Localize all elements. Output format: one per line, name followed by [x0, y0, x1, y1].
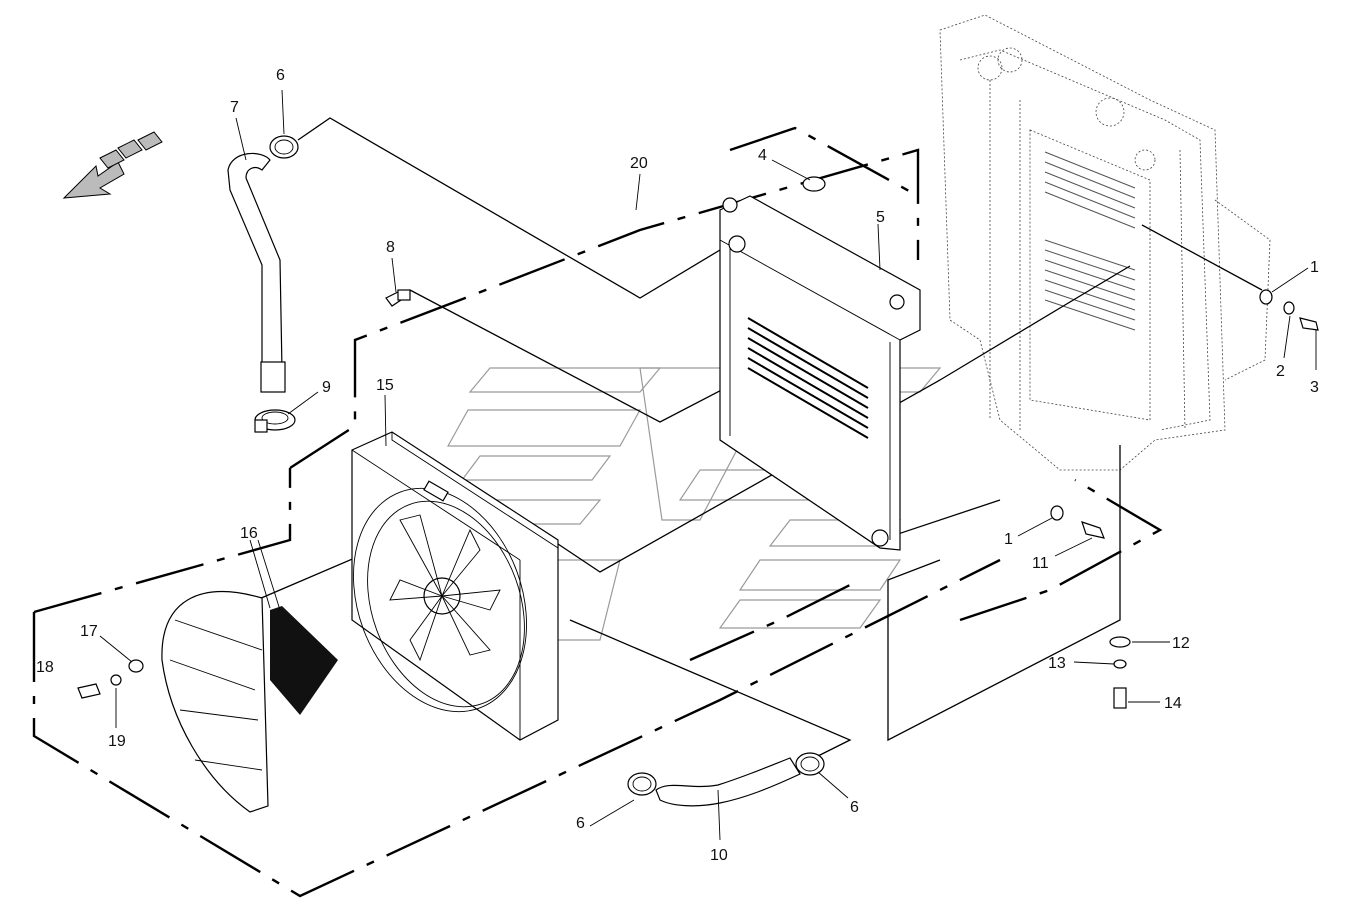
upper-hose: [227, 152, 286, 393]
radiator: [719, 195, 921, 551]
callout-1: 1: [1310, 259, 1319, 276]
callout-6: 6: [276, 67, 285, 84]
callout-5: 5: [876, 209, 885, 226]
assembly-boundary: [32, 126, 1163, 898]
callout-3: 3: [1310, 379, 1319, 396]
callout-4: 4: [758, 147, 767, 164]
callout-10: 10: [710, 847, 728, 864]
callout-6: 6: [576, 815, 585, 832]
direction-arrow-icon: [62, 131, 163, 199]
callout-13: 13: [1048, 655, 1066, 672]
callout-15: 15: [376, 377, 394, 394]
callout-leaders: [99, 89, 1317, 841]
lower-hose: [627, 752, 825, 807]
callout-14: 14: [1164, 695, 1182, 712]
callout-11: 11: [1032, 555, 1049, 572]
callout-7: 7: [230, 99, 239, 116]
callout-19: 19: [108, 733, 126, 750]
callout-1: 1: [1004, 531, 1013, 548]
sensor-8: [385, 289, 411, 307]
fasteners: [77, 289, 1319, 709]
fan-guard: [161, 591, 338, 813]
callout-2: 2: [1276, 363, 1285, 380]
callout-9: 9: [322, 379, 331, 396]
callout-18: 18: [36, 659, 54, 676]
callout-12: 12: [1172, 635, 1190, 652]
engine-frame: [939, 14, 1271, 471]
callout-8: 8: [386, 239, 395, 256]
callout-17: 17: [80, 623, 98, 640]
callout-16: 16: [240, 525, 258, 542]
callout-6: 6: [850, 799, 859, 816]
hose-clamp-9: [254, 409, 296, 433]
callouts: 1 1 2 3 4 5 6 6 6 7 8 9 10 11 12 13 14 1…: [36, 67, 1319, 864]
fan-shroud: [351, 431, 559, 741]
hose-clamp-top: [269, 135, 299, 159]
callout-20: 20: [630, 155, 648, 172]
